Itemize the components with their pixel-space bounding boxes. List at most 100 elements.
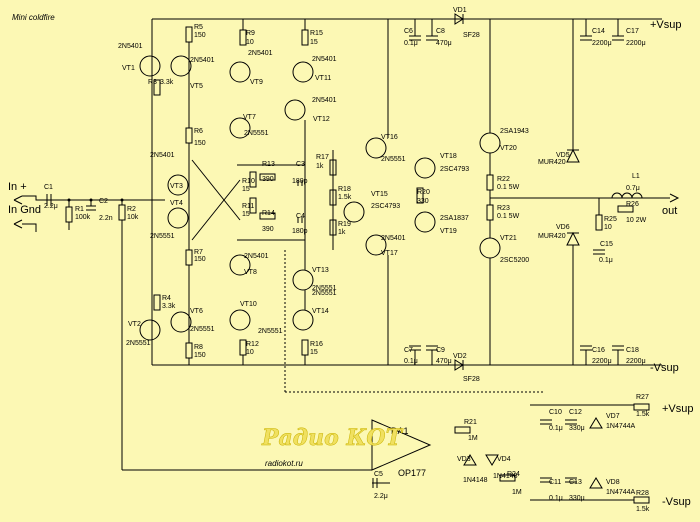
r17-value-label: 1k	[316, 163, 324, 170]
vt13-transistor	[292, 269, 314, 291]
vd2-part-label: SF28	[463, 376, 480, 383]
da1-ref-label: DA1	[391, 426, 409, 436]
vd3-diode-symbol	[463, 454, 477, 466]
vt3-ref-label: VT3	[170, 183, 183, 190]
r16-value-label: 15	[310, 349, 318, 356]
r16-ref-label: R16	[310, 341, 323, 348]
r8-ref-label: R8	[194, 344, 203, 351]
c8-value-label: 470μ	[436, 40, 452, 47]
vt15-ref-label: VT15	[371, 191, 388, 198]
vt17-part-label: 2N5401	[381, 235, 406, 242]
vt9-ref-label: VT9	[250, 79, 263, 86]
vt17-transistor	[365, 234, 387, 256]
r13-body	[259, 173, 276, 181]
r16-body	[301, 339, 309, 356]
vd8-diode-symbol	[589, 477, 603, 489]
r26-ref-label: R26	[626, 201, 639, 208]
c15-value-label: 0.1μ	[599, 257, 613, 264]
vt5-part-label: 2N5401	[190, 57, 215, 64]
positive-rail	[151, 18, 662, 365]
c4-value-label: 180p	[292, 228, 308, 235]
vt7-ref-label: VT7	[243, 114, 256, 121]
r21-body	[454, 426, 471, 434]
c16-ref-label: C16	[592, 347, 605, 354]
vt3-transistor	[167, 174, 189, 196]
r18-ref-label: R18	[338, 186, 351, 193]
vt10-transistor	[229, 309, 251, 331]
c12-ref-label: C12	[569, 409, 582, 416]
vd4-diode-symbol	[485, 454, 499, 466]
vt14-ref-label: VT14	[312, 308, 329, 315]
r1-value-label: 100k	[75, 214, 91, 221]
vd4-ref-label: VD4	[497, 456, 511, 463]
r14-value-label: 390	[262, 226, 274, 233]
l1-ref-label: L1	[632, 173, 640, 180]
vt4-part-label: 2N5551	[150, 233, 175, 240]
vt20-ref-label: VT20	[500, 145, 517, 152]
r4-value-label: 3.3k	[162, 303, 176, 310]
input-gnd-port: In Gnd	[8, 204, 41, 216]
r28-value-label: 1.5k	[636, 506, 650, 513]
vt15-part-label: 2SC4793	[371, 203, 400, 210]
r23-value-label: 0.1 5W	[497, 213, 520, 220]
vt19-transistor	[414, 211, 436, 233]
r25-ref-label: R25	[604, 216, 617, 223]
vd6-ref-label: VD6	[556, 224, 570, 231]
r15-ref-label: R15	[310, 30, 323, 37]
r3-body	[153, 79, 161, 96]
r20-ref-label: R20	[417, 189, 430, 196]
r9-ref-label: R9	[246, 30, 255, 37]
r11-body	[249, 197, 257, 214]
r26-body	[617, 205, 634, 213]
vt21-ref-label: VT21	[500, 235, 517, 242]
c10-ref-label: C10	[549, 409, 562, 416]
vd2-diode-symbol	[454, 359, 464, 371]
vt6-transistor	[170, 311, 192, 333]
r21-value-label: 1M	[468, 435, 478, 442]
r7-body	[185, 249, 193, 266]
vsup-pos2-port: +Vsup	[662, 403, 694, 415]
vt11-part-label: 2N5401	[312, 56, 337, 63]
c5-ref-label: C5	[374, 471, 383, 478]
vt14-part-label: 2N5551	[312, 290, 337, 297]
vt7-transistor	[229, 117, 251, 139]
c15-ref-label: C15	[600, 241, 613, 248]
input-plus-port: In +	[8, 181, 27, 193]
vt21-transistor	[479, 237, 501, 259]
vt20-transistor	[479, 132, 501, 154]
c17-value-label: 2200μ	[626, 40, 646, 47]
r4-ref-label: R4	[162, 295, 171, 302]
c2-ref-label: C2	[99, 198, 108, 205]
r2-value-label: 10k	[127, 214, 139, 221]
vt10-part-label: 2N5551	[258, 328, 283, 335]
vt2-ref-label: VT2	[128, 321, 141, 328]
r28-ref-label: R28	[636, 490, 649, 497]
r3-value-label: 3.3k	[160, 79, 174, 86]
r7-value-label: 150	[194, 256, 206, 263]
r24-ref-label: R24	[507, 471, 520, 478]
r22-body	[486, 174, 494, 191]
vd3-ref-label: VD3	[457, 456, 471, 463]
vt8-part-label: 2N5401	[244, 253, 269, 260]
vd6-diode-symbol	[566, 231, 580, 246]
r3-ref-label: R3	[148, 79, 157, 86]
vd7-ref-label: VD7	[606, 413, 620, 420]
r8-value-label: 150	[194, 352, 206, 359]
c11-value-label: 0.1μ	[549, 495, 563, 502]
output-port: out	[662, 205, 677, 217]
c4-ref-label: C4	[296, 213, 305, 220]
c13-ref-label: C13	[569, 479, 582, 486]
vd7-part-label: 1N4744A	[606, 423, 636, 430]
c10-value-label: 0.1μ	[549, 425, 563, 432]
vd5-part-label: MUR420	[538, 159, 566, 166]
r7-ref-label: R7	[194, 249, 203, 256]
r27-value-label: 1.5k	[636, 411, 650, 418]
r18-value-label: 1.5k	[338, 194, 352, 201]
c16-value-label: 2200μ	[592, 358, 612, 365]
vt5-ref-label: VT5	[190, 83, 203, 90]
c2-value-label: 2.2n	[99, 215, 113, 222]
vd1-ref-label: VD1	[453, 7, 467, 14]
schematic-title: Mini coldfire	[12, 13, 55, 22]
vd1-diode-symbol	[454, 13, 464, 25]
vt13-ref-label: VT13	[312, 267, 329, 274]
